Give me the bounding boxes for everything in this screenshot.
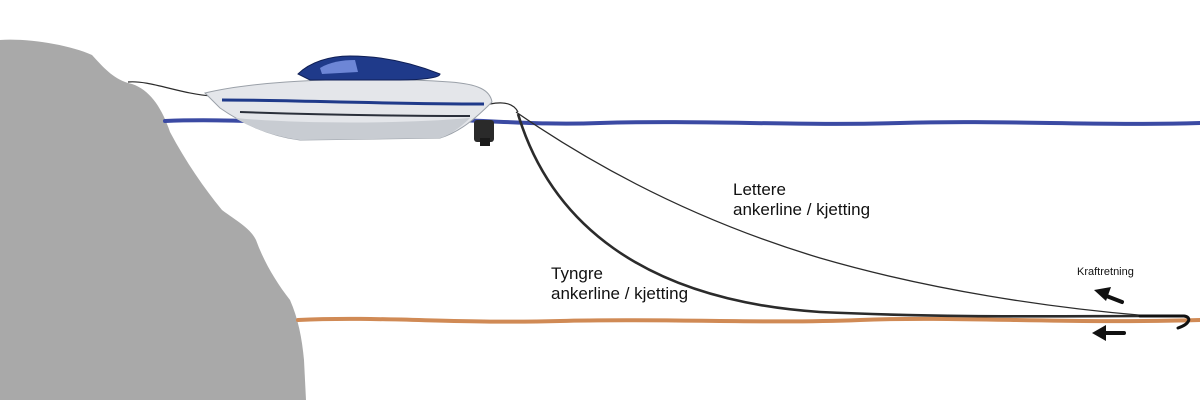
heavier-line-label-line2: ankerline / kjetting [551,284,689,303]
heavier-anchor-line [516,113,1151,318]
rock-shore [0,39,306,400]
anchor-hook-icon [1138,314,1191,330]
lighter-line-label-line1: Lettere [733,180,786,199]
heavier-line-label: Tyngre ankerline / kjetting [551,264,688,304]
force-direction-label: Kraftretning [1077,266,1134,278]
arrow-left-icon [1094,287,1124,304]
arrow-left-icon [1092,325,1126,341]
motor-boat [204,55,519,146]
lighter-anchor-line [515,111,1151,317]
lighter-line-label: Lettere ankerline / kjetting [733,180,870,220]
seabed-line [296,316,1200,324]
lighter-line-label-line2: ankerline / kjetting [733,200,871,219]
mooring-line-to-shore [127,81,213,97]
heavier-line-label-line1: Tyngre [551,264,603,283]
